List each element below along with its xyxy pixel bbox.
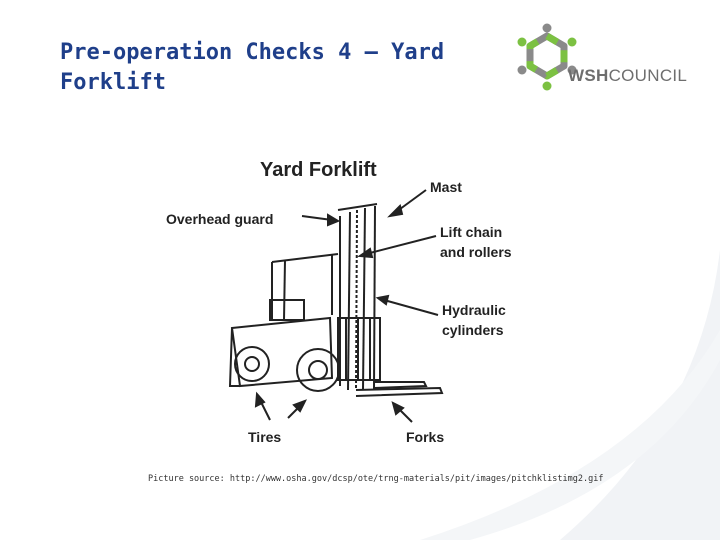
pointer-arrows	[254, 189, 439, 423]
label-overhead-guard: Overhead guard	[166, 211, 273, 227]
page-title: Pre-operation Checks 4 – Yard Forklift	[60, 40, 445, 95]
yard-forklift-diagram: Yard Forklift Mast Overhead guar	[166, 159, 512, 445]
wsh-council-logo	[517, 23, 577, 91]
label-tires: Tires	[248, 429, 281, 445]
label-cylinders: cylinders	[442, 322, 504, 338]
diagram-heading: Yard Forklift	[260, 159, 377, 181]
label-forks: Forks	[406, 429, 444, 445]
label-and-rollers: and rollers	[440, 244, 512, 260]
forklift-illustration	[228, 203, 444, 397]
label-mast: Mast	[430, 179, 462, 195]
label-lift-chain: Lift chain	[440, 224, 502, 240]
logo-hexagon-icon	[517, 23, 577, 91]
logo-wordmark: WSHCOUNCIL	[568, 66, 688, 85]
picture-source-caption: Picture source: http://www.osha.gov/dcsp…	[148, 474, 604, 484]
label-hydraulic: Hydraulic	[442, 302, 506, 318]
